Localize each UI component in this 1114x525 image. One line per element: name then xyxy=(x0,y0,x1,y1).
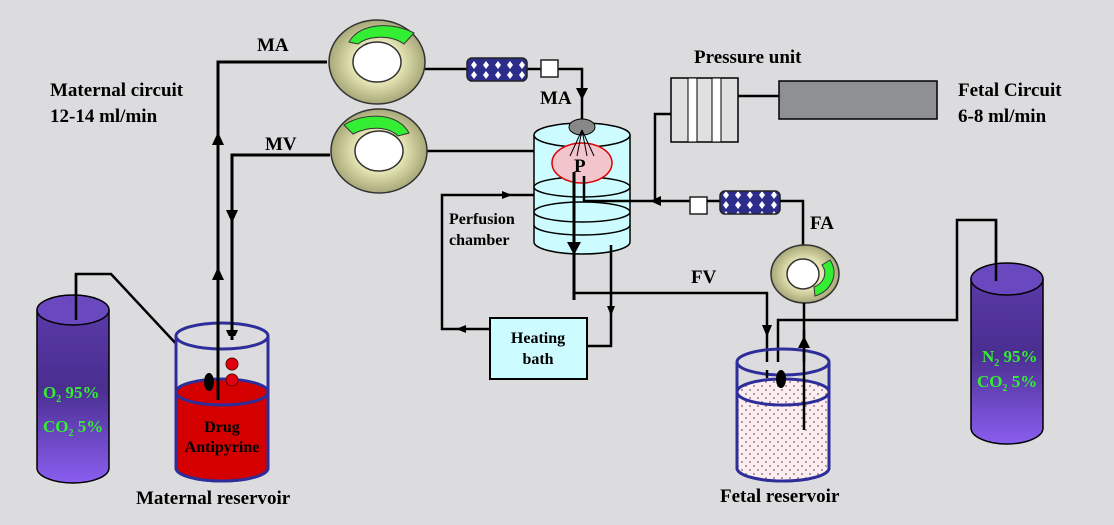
heating-bath xyxy=(489,317,588,380)
maternal-circuit-label: Maternal circuit xyxy=(50,80,184,101)
heating-bath-label-2: bath xyxy=(522,351,553,368)
maternal-flow-rate: 12-14 ml/min xyxy=(50,106,158,127)
perfusion-chamber-label-1: Perfusion xyxy=(449,211,515,228)
maternal-reservoir: Drug Antipyrine xyxy=(174,300,270,483)
maternal-valve xyxy=(540,59,559,78)
fa-pump[interactable] xyxy=(770,244,840,304)
fa-label: FA xyxy=(810,213,834,234)
fetal-gas-cylinder: N2 95% CO2 5% xyxy=(970,220,1044,445)
maternal-gas-co2: CO2 5% xyxy=(43,417,103,439)
fv-label: FV xyxy=(691,267,717,288)
ma-pump[interactable] xyxy=(328,19,426,105)
maternal-reservoir-label: Maternal reservoir xyxy=(136,488,291,509)
mv-pump-label: MV xyxy=(265,134,297,155)
antipyrine-label: Antipyrine xyxy=(185,439,260,456)
placenta xyxy=(551,142,613,184)
rotation-arrow-icon xyxy=(813,259,835,297)
perfusion-chamber: P xyxy=(533,118,690,300)
fetal-gas-n2: N2 95% xyxy=(982,347,1038,369)
ma-inlet-label: MA xyxy=(540,88,572,109)
pressure-unit-label: Pressure unit xyxy=(694,47,802,68)
drug-label: Drug xyxy=(204,419,240,436)
placenta-label: P xyxy=(574,156,586,177)
pressure-unit xyxy=(650,77,938,206)
fetal-reservoir xyxy=(735,330,831,483)
fetal-valve xyxy=(689,196,708,215)
fetal-flow-rate: 6-8 ml/min xyxy=(958,106,1047,127)
rotation-arrow-icon xyxy=(348,25,415,45)
maternal-gas-o2: O2 95% xyxy=(43,383,99,405)
fetal-gas-co2: CO2 5% xyxy=(977,372,1037,394)
pressure-monitor-display xyxy=(778,80,938,120)
mv-pump[interactable] xyxy=(330,108,428,194)
fetal-reservoir-label: Fetal reservoir xyxy=(720,486,840,507)
maternal-gas-cylinder: O2 95% CO2 5% xyxy=(36,274,110,484)
fetal-filter xyxy=(719,190,781,215)
rotation-arrow-icon xyxy=(343,115,410,137)
fetal-circuit-label: Fetal Circuit xyxy=(958,80,1062,101)
perfusion-chamber-label-2: chamber xyxy=(449,232,509,249)
heating-bath-label-1: Heating xyxy=(511,330,565,347)
heating-loop-pipes xyxy=(440,191,615,348)
ma-pump-label: MA xyxy=(257,35,289,56)
maternal-filter xyxy=(466,57,528,82)
